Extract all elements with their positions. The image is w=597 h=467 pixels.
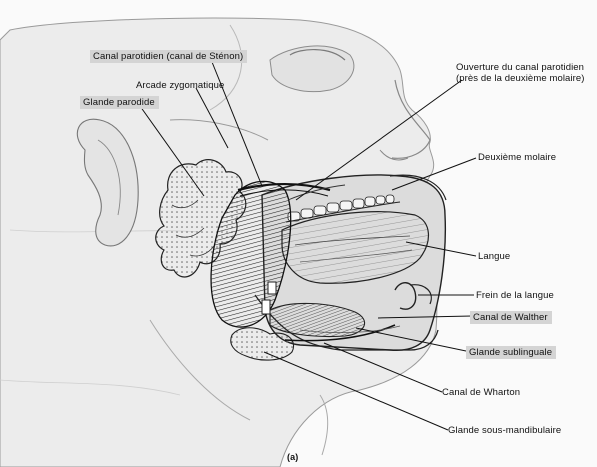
label-parotid-gland: Glande parodide bbox=[80, 96, 159, 109]
eye bbox=[270, 46, 354, 92]
figure-caption: (a) bbox=[287, 452, 298, 463]
label-walther-duct: Canal de Walther bbox=[470, 311, 552, 324]
label-wharton-duct: Canal de Wharton bbox=[442, 387, 520, 398]
label-zygomatic-arch: Arcade zygomatique bbox=[136, 80, 224, 91]
label-duct-opening-line1: Ouverture du canal parotidien bbox=[456, 62, 597, 73]
label-duct-opening: Ouverture du canal parotidien (près de l… bbox=[456, 62, 597, 84]
label-lingual-frenulum: Frein de la langue bbox=[476, 290, 554, 301]
label-tongue: Langue bbox=[478, 251, 510, 262]
label-second-molar: Deuxième molaire bbox=[478, 152, 556, 163]
label-parotid-duct: Canal parotidien (canal de Sténon) bbox=[90, 50, 247, 63]
label-sublingual-gland: Glande sublinguale bbox=[466, 346, 556, 359]
label-duct-opening-line2: (près de la deuxième molaire) bbox=[456, 73, 597, 84]
label-submandibular-gland: Glande sous-mandibulaire bbox=[448, 425, 561, 436]
